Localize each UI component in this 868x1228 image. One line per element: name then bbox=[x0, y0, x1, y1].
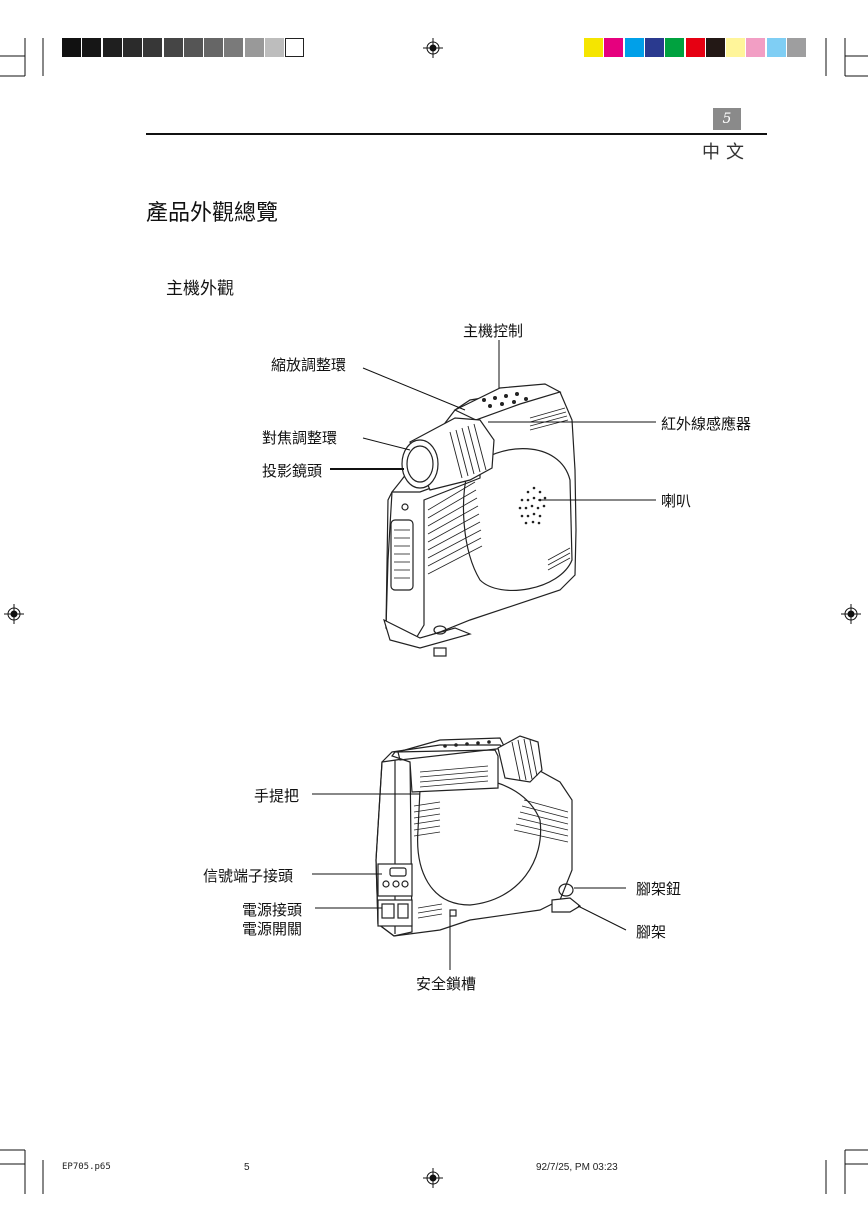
label-main-control: 主機控制 bbox=[463, 322, 524, 340]
label-security-slot: 安全鎖槽 bbox=[416, 975, 477, 993]
gray-swatch bbox=[265, 38, 284, 57]
gray-swatch bbox=[62, 38, 81, 57]
label-power-switch: 電源開關 bbox=[242, 920, 303, 938]
color-swatch bbox=[584, 38, 603, 57]
color-swatch bbox=[766, 38, 786, 57]
gray-swatch bbox=[122, 38, 142, 57]
label-speaker: 喇叭 bbox=[661, 492, 692, 510]
color-swatch bbox=[726, 38, 746, 57]
gray-swatch bbox=[204, 38, 224, 57]
rear-leader-lines bbox=[312, 793, 627, 970]
label-power-connector: 電源接頭 bbox=[242, 901, 303, 919]
label-foot: 腳架 bbox=[636, 923, 667, 941]
gray-swatch bbox=[224, 38, 244, 57]
footer-page: 5 bbox=[244, 1162, 250, 1173]
gray-swatch bbox=[102, 38, 122, 57]
gray-swatch bbox=[183, 38, 203, 57]
label-lens: 投影鏡頭 bbox=[262, 462, 323, 480]
color-swatch bbox=[787, 38, 806, 57]
subsection-title: 主機外觀 bbox=[166, 279, 234, 299]
label-ir-sensor: 紅外線感應器 bbox=[661, 415, 752, 433]
label-handle: 手提把 bbox=[254, 787, 300, 805]
language-label: 中文 bbox=[702, 142, 750, 163]
label-signal-terminal: 信號端子接頭 bbox=[203, 867, 294, 885]
front-leader-lines bbox=[330, 340, 656, 501]
registration-mark-bottom-icon bbox=[423, 1168, 443, 1188]
registration-mark-left-icon bbox=[4, 604, 24, 624]
projector-front-illustration bbox=[383, 383, 577, 657]
label-zoom-ring: 縮放調整環 bbox=[271, 356, 347, 374]
color-swatch bbox=[644, 38, 664, 57]
color-swatch bbox=[665, 38, 685, 57]
label-foot-button: 腳架鈕 bbox=[636, 880, 682, 898]
registration-mark-right-icon bbox=[841, 604, 861, 624]
footer-filename: EP705.p65 bbox=[62, 1162, 111, 1172]
color-swatch bbox=[685, 38, 705, 57]
color-swatch bbox=[624, 38, 644, 57]
crop-marks bbox=[0, 38, 868, 1194]
gray-swatch bbox=[163, 38, 183, 57]
label-focus-ring: 對焦調整環 bbox=[262, 429, 338, 447]
color-swatch bbox=[746, 38, 766, 57]
color-swatch bbox=[604, 38, 624, 57]
footer-timestamp: 92/7/25, PM 03:23 bbox=[536, 1162, 618, 1173]
gray-swatch bbox=[285, 38, 305, 57]
registration-mark-top-icon bbox=[423, 38, 443, 58]
page-number-badge: 5 bbox=[713, 108, 741, 130]
section-title: 產品外觀總覽 bbox=[146, 201, 279, 226]
gray-swatch bbox=[143, 38, 163, 57]
color-swatch bbox=[705, 38, 725, 57]
gray-swatch bbox=[244, 38, 264, 57]
gray-swatch bbox=[82, 38, 102, 57]
projector-rear-illustration bbox=[375, 735, 582, 937]
